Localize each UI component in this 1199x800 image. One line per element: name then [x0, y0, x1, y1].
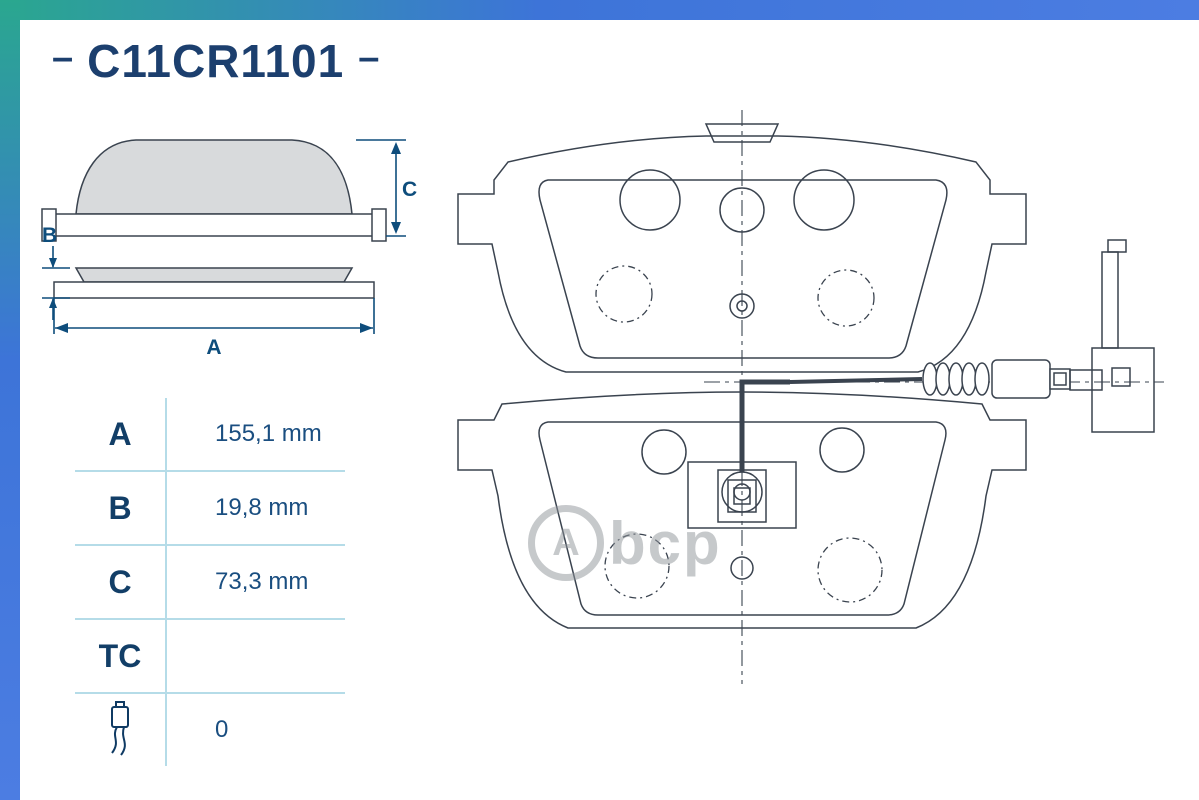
row-a-label: A — [75, 398, 167, 470]
dimensions-table: A 155,1 mm B 19,8 mm C 73,3 mm TC 0 — [75, 398, 345, 766]
dim-a-label: A — [206, 336, 221, 359]
table-row-tc: TC — [75, 618, 345, 692]
watermark-letter: A — [552, 521, 580, 564]
row-sensor-label — [75, 694, 167, 766]
front-view-drawing — [457, 110, 1164, 684]
row-b-value: 19,8 mm — [215, 494, 309, 521]
row-a-value: 155,1 mm — [215, 420, 322, 447]
wear-sensor-assembly — [739, 359, 1103, 472]
top-gradient-bar — [0, 0, 1199, 20]
side-view-drawing: C B A — [41, 139, 417, 359]
part-number: C11CR1101 — [87, 35, 345, 87]
brake-pad-side-schematic: C B A — [40, 112, 420, 365]
watermark-circle: A — [528, 505, 604, 581]
dim-b-label: B — [42, 224, 57, 247]
left-gradient-bar — [0, 0, 20, 800]
row-sensor-value: 0 — [215, 716, 229, 743]
table-row-sensor: 0 — [75, 692, 345, 766]
brake-pad-technical-drawing — [452, 100, 1167, 697]
upper-pad-outline — [457, 123, 1027, 373]
part-number-header: – C11CR1101 – — [52, 34, 379, 88]
lower-pad-outline — [457, 391, 1027, 629]
sensor-bracket — [1091, 239, 1155, 433]
watermark: A bcp — [528, 505, 722, 581]
row-c-value: 73,3 mm — [215, 568, 309, 595]
watermark-text: bcp — [609, 509, 722, 577]
row-c-label: C — [75, 546, 167, 618]
sensor-icon — [111, 701, 129, 756]
dash-left: – — [52, 36, 74, 79]
dash-right: – — [358, 36, 380, 79]
table-row-b: B 19,8 mm — [75, 470, 345, 544]
dim-c-label: C — [402, 178, 417, 201]
row-tc-label: TC — [75, 620, 167, 692]
table-row-c: C 73,3 mm — [75, 544, 345, 618]
row-b-label: B — [75, 472, 167, 544]
row-tc-value — [167, 620, 345, 692]
table-row-a: A 155,1 mm — [75, 398, 345, 470]
